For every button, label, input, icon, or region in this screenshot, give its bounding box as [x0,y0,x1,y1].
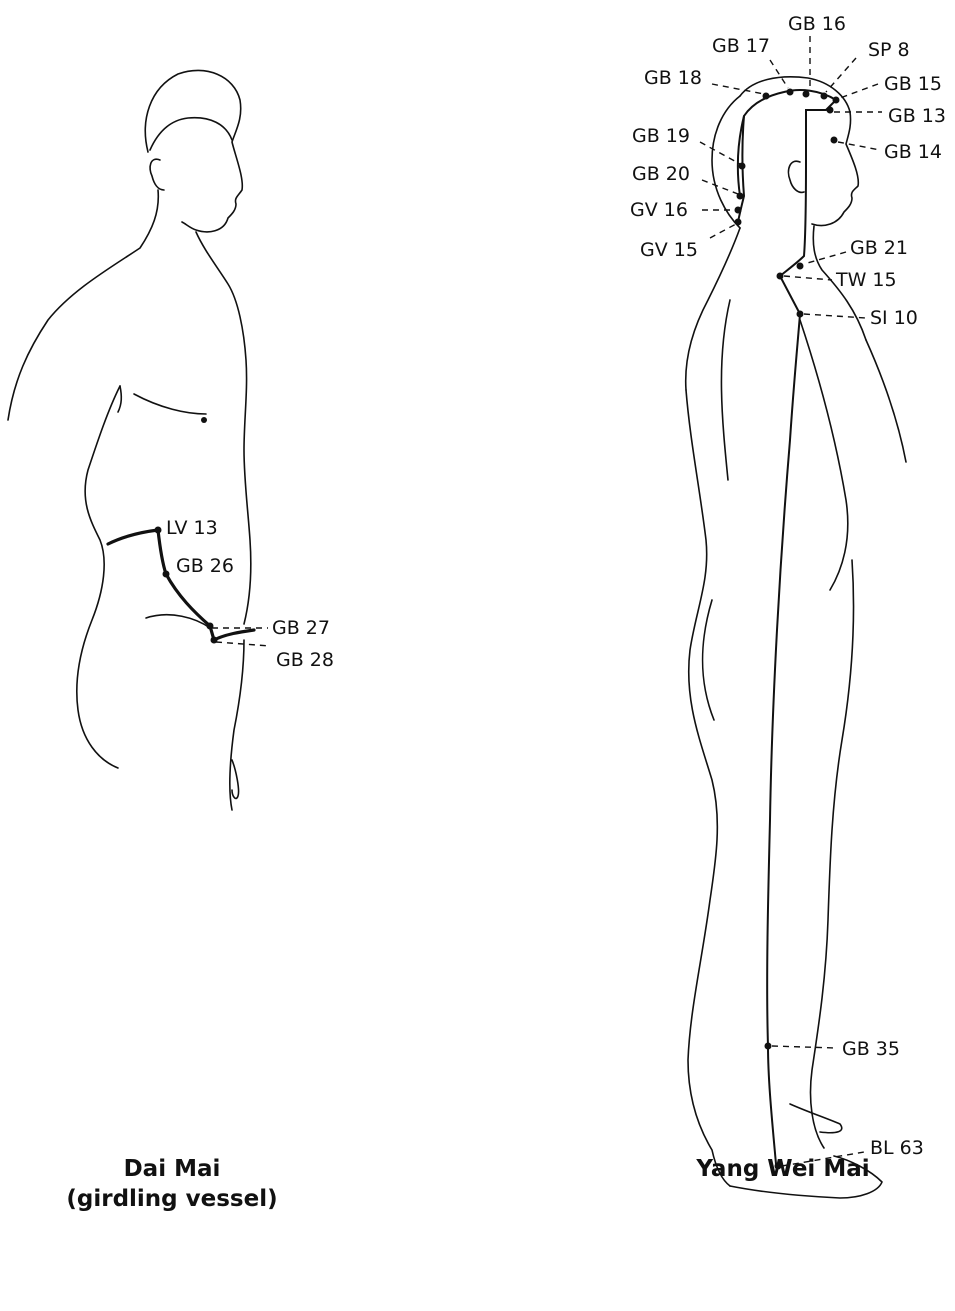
yang-wei-mai-figure: GB 16 GB 17 SP 8 GB 18 GB 15 GB 13 GB 19… [630,13,946,1198]
ywm-arm [866,340,906,462]
leader-gb28 [216,642,270,646]
leader-gb18 [712,84,764,94]
dai-mai-figure: LV 13 GB 26 GB 27 GB 28 Dai Mai (girdlin… [8,70,334,1212]
ywm-ear [788,161,804,192]
label-gb18: GB 18 [644,67,702,89]
leader-gb20 [702,180,738,194]
dai-mai-channel [108,530,254,640]
dai-mai-front-leg [230,640,244,810]
label-gv16: GV 16 [630,199,688,221]
point-gv16 [735,207,742,214]
label-si10: SI 10 [870,307,918,329]
leader-gb17 [770,60,788,88]
label-gb16: GB 16 [788,13,846,35]
label-gb13: GB 13 [888,105,946,127]
point-gb13 [827,107,834,114]
point-tw15 [777,273,784,280]
leader-tw15 [784,276,832,280]
leader-gb19 [700,142,740,164]
label-gb19: GB 19 [632,125,690,147]
ywm-head-outline [740,77,858,226]
ywm-inner-back [721,300,730,480]
label-gv15: GV 15 [640,239,698,261]
dai-mai-chest-line [134,394,206,414]
point-gb18 [763,93,770,100]
caption-dai-mai: Dai Mai [124,1156,221,1182]
point-gb17 [787,89,794,96]
label-gb28: GB 28 [276,649,334,671]
label-gb26: GB 26 [176,555,234,577]
point-gb16 [803,91,810,98]
leader-sp8 [826,58,856,92]
point-gb15 [833,97,840,104]
label-gb27: GB 27 [272,617,330,639]
label-bl63: BL 63 [870,1137,924,1159]
label-gb15: GB 15 [884,73,942,95]
label-tw15: TW 15 [835,269,897,291]
dai-mai-genital [232,760,239,798]
point-lv13 [155,527,162,534]
point-gb14 [831,137,838,144]
dai-mai-hair [150,118,232,150]
label-gb21: GB 21 [850,237,908,259]
label-gb20: GB 20 [632,163,690,185]
leader-gv15 [710,224,736,238]
label-gb35: GB 35 [842,1038,900,1060]
dai-mai-head-outline [145,70,242,231]
leader-gb15 [840,84,878,98]
leader-gb14 [838,142,880,150]
point-gb21 [797,263,804,270]
dai-mai-back-torso [77,386,120,768]
point-gb35 [765,1043,772,1050]
ywm-buttock [703,600,715,720]
leader-gb21 [804,252,846,264]
dai-mai-neck-back [8,190,158,420]
caption-dai-mai-sub: (girdling vessel) [66,1186,277,1212]
dai-mai-ear [150,159,164,190]
caption-yang-wei-mai: Yang Wei Mai [695,1156,869,1182]
label-gb17: GB 17 [712,35,770,57]
point-sp8 [821,93,828,100]
point-gb26 [163,571,170,578]
ywm-back [686,390,730,1186]
point-gv15 [735,219,742,226]
leader-gb35 [772,1046,836,1048]
label-sp8: SP 8 [868,39,910,61]
point-si10 [797,311,804,318]
ywm-arm-inner [800,320,848,590]
label-lv13: LV 13 [166,517,218,539]
label-gb14: GB 14 [884,141,942,163]
dai-mai-nipple [201,417,207,423]
